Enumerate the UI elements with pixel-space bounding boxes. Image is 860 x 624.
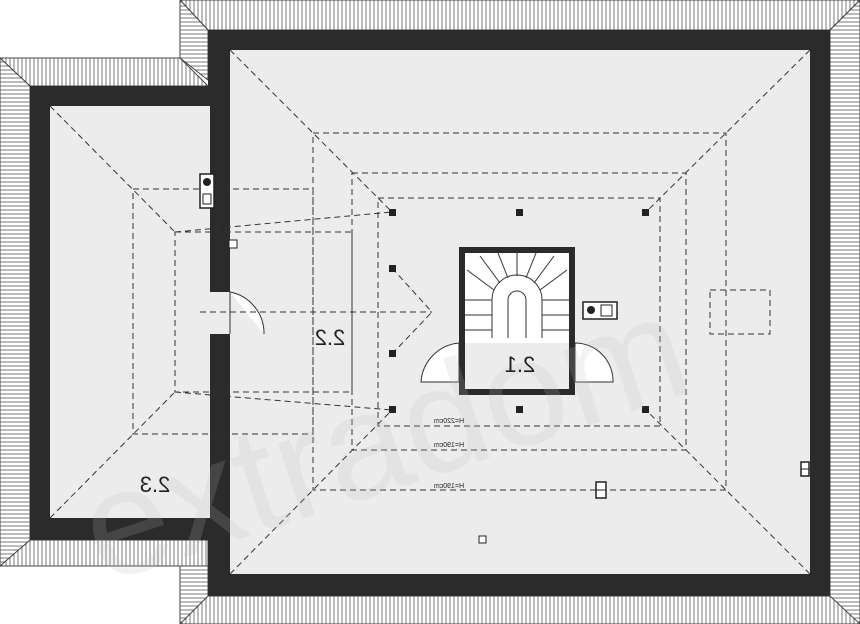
door-right (574, 342, 614, 383)
height-line-220 (377, 197, 661, 427)
door-left (420, 342, 460, 383)
room-label-2-3: 2.3 (140, 472, 171, 497)
height-label-220: H=220cm (434, 418, 464, 425)
eave-top-main (179, 0, 860, 31)
vent-small (478, 535, 487, 544)
roof-lines (49, 49, 811, 575)
height-label-190-inner: H=190cm (434, 442, 464, 449)
eave-bottom-main (179, 595, 860, 624)
floor-wing (50, 106, 210, 518)
staircase (420, 247, 614, 395)
roof-diagonal-bl (229, 409, 393, 575)
height-line-190-inner (351, 172, 687, 451)
skylight-outline (709, 289, 771, 335)
height-label-190-outer: H=190cm (434, 483, 464, 490)
roof-diagonal-tl (229, 49, 393, 213)
partition (210, 106, 265, 518)
stair-landing (465, 343, 569, 389)
partition-lower (210, 334, 230, 518)
room-label-2-2: 2.2 (315, 325, 346, 350)
roof-diagonal-tr (645, 49, 811, 213)
eave-right-main (829, 0, 860, 624)
partition-upper (210, 106, 230, 292)
eave-top-wing (0, 57, 210, 87)
door-swing-wing (229, 291, 265, 335)
roof-diagonal-br (645, 409, 811, 575)
eave-left-wing (0, 57, 31, 567)
doorway-gap (208, 292, 232, 334)
roof-posts (389, 209, 649, 413)
room-label-2-1: 2.1 (505, 352, 536, 377)
fixtures (199, 173, 810, 544)
